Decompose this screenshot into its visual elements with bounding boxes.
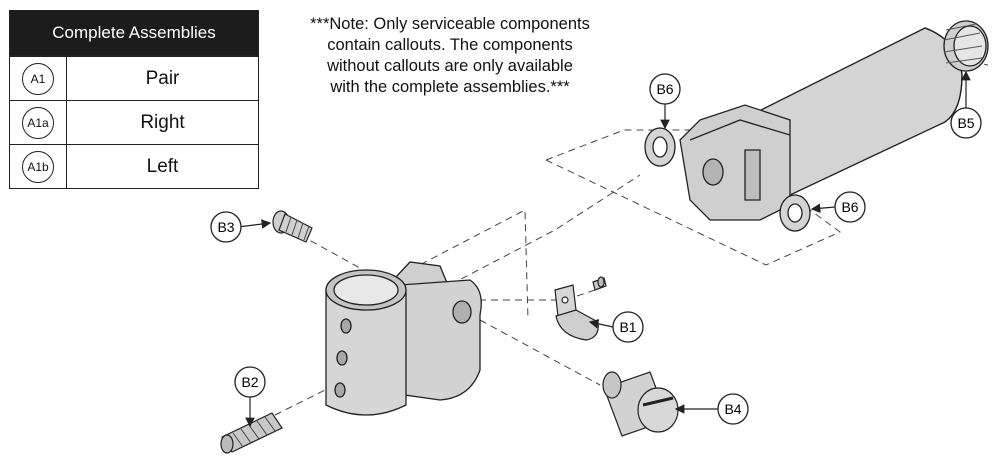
assembly-id-a1b: A1b (22, 150, 54, 183)
assembly-row-a1: A1 Pair (10, 56, 258, 100)
callout-b6-right: B6 (834, 191, 866, 223)
clip-b1-part (554, 276, 607, 341)
assembly-row-a1b: A1b Left (10, 144, 258, 188)
svg-text:B6: B6 (656, 81, 673, 97)
set-screw-b2-part (220, 412, 283, 454)
callout-b5: B5 (950, 107, 982, 139)
assembly-name-a1: Pair (145, 67, 180, 89)
screw-b3-part (272, 210, 313, 243)
complete-assemblies-header: Complete Assemblies (10, 11, 258, 56)
svg-text:B1: B1 (619, 319, 636, 335)
svg-text:B5: B5 (957, 115, 974, 131)
svg-text:B4: B4 (724, 401, 741, 417)
callout-b4: B4 (717, 393, 749, 425)
callout-b1: B1 (612, 311, 644, 343)
callout-b6-top: B6 (649, 73, 681, 105)
pin-b4-part (602, 371, 679, 437)
assembly-name-a1b: Left (146, 155, 179, 177)
svg-text:B2: B2 (241, 374, 258, 390)
mount-bracket-part (325, 261, 482, 416)
callout-leaders (237, 70, 971, 428)
assembly-id-a1a: A1a (22, 106, 54, 139)
assembly-id-a1: A1 (22, 62, 54, 95)
tube-housing-part (679, 27, 963, 221)
callout-b2: B2 (234, 366, 266, 398)
assembly-row-a1a: A1a Right (10, 100, 258, 144)
svg-text:B3: B3 (217, 219, 234, 235)
complete-assemblies-table: Complete Assemblies A1 Pair A1a Right A1… (9, 10, 259, 189)
svg-text:B6: B6 (841, 199, 858, 215)
assembly-name-a1a: Right (140, 111, 185, 133)
end-cap-part (943, 20, 989, 72)
washer-right-part (779, 194, 811, 232)
callout-b3: B3 (210, 211, 242, 243)
washer-top-part (644, 127, 676, 167)
serviceable-note: ***Note: Only serviceable components con… (310, 15, 590, 96)
